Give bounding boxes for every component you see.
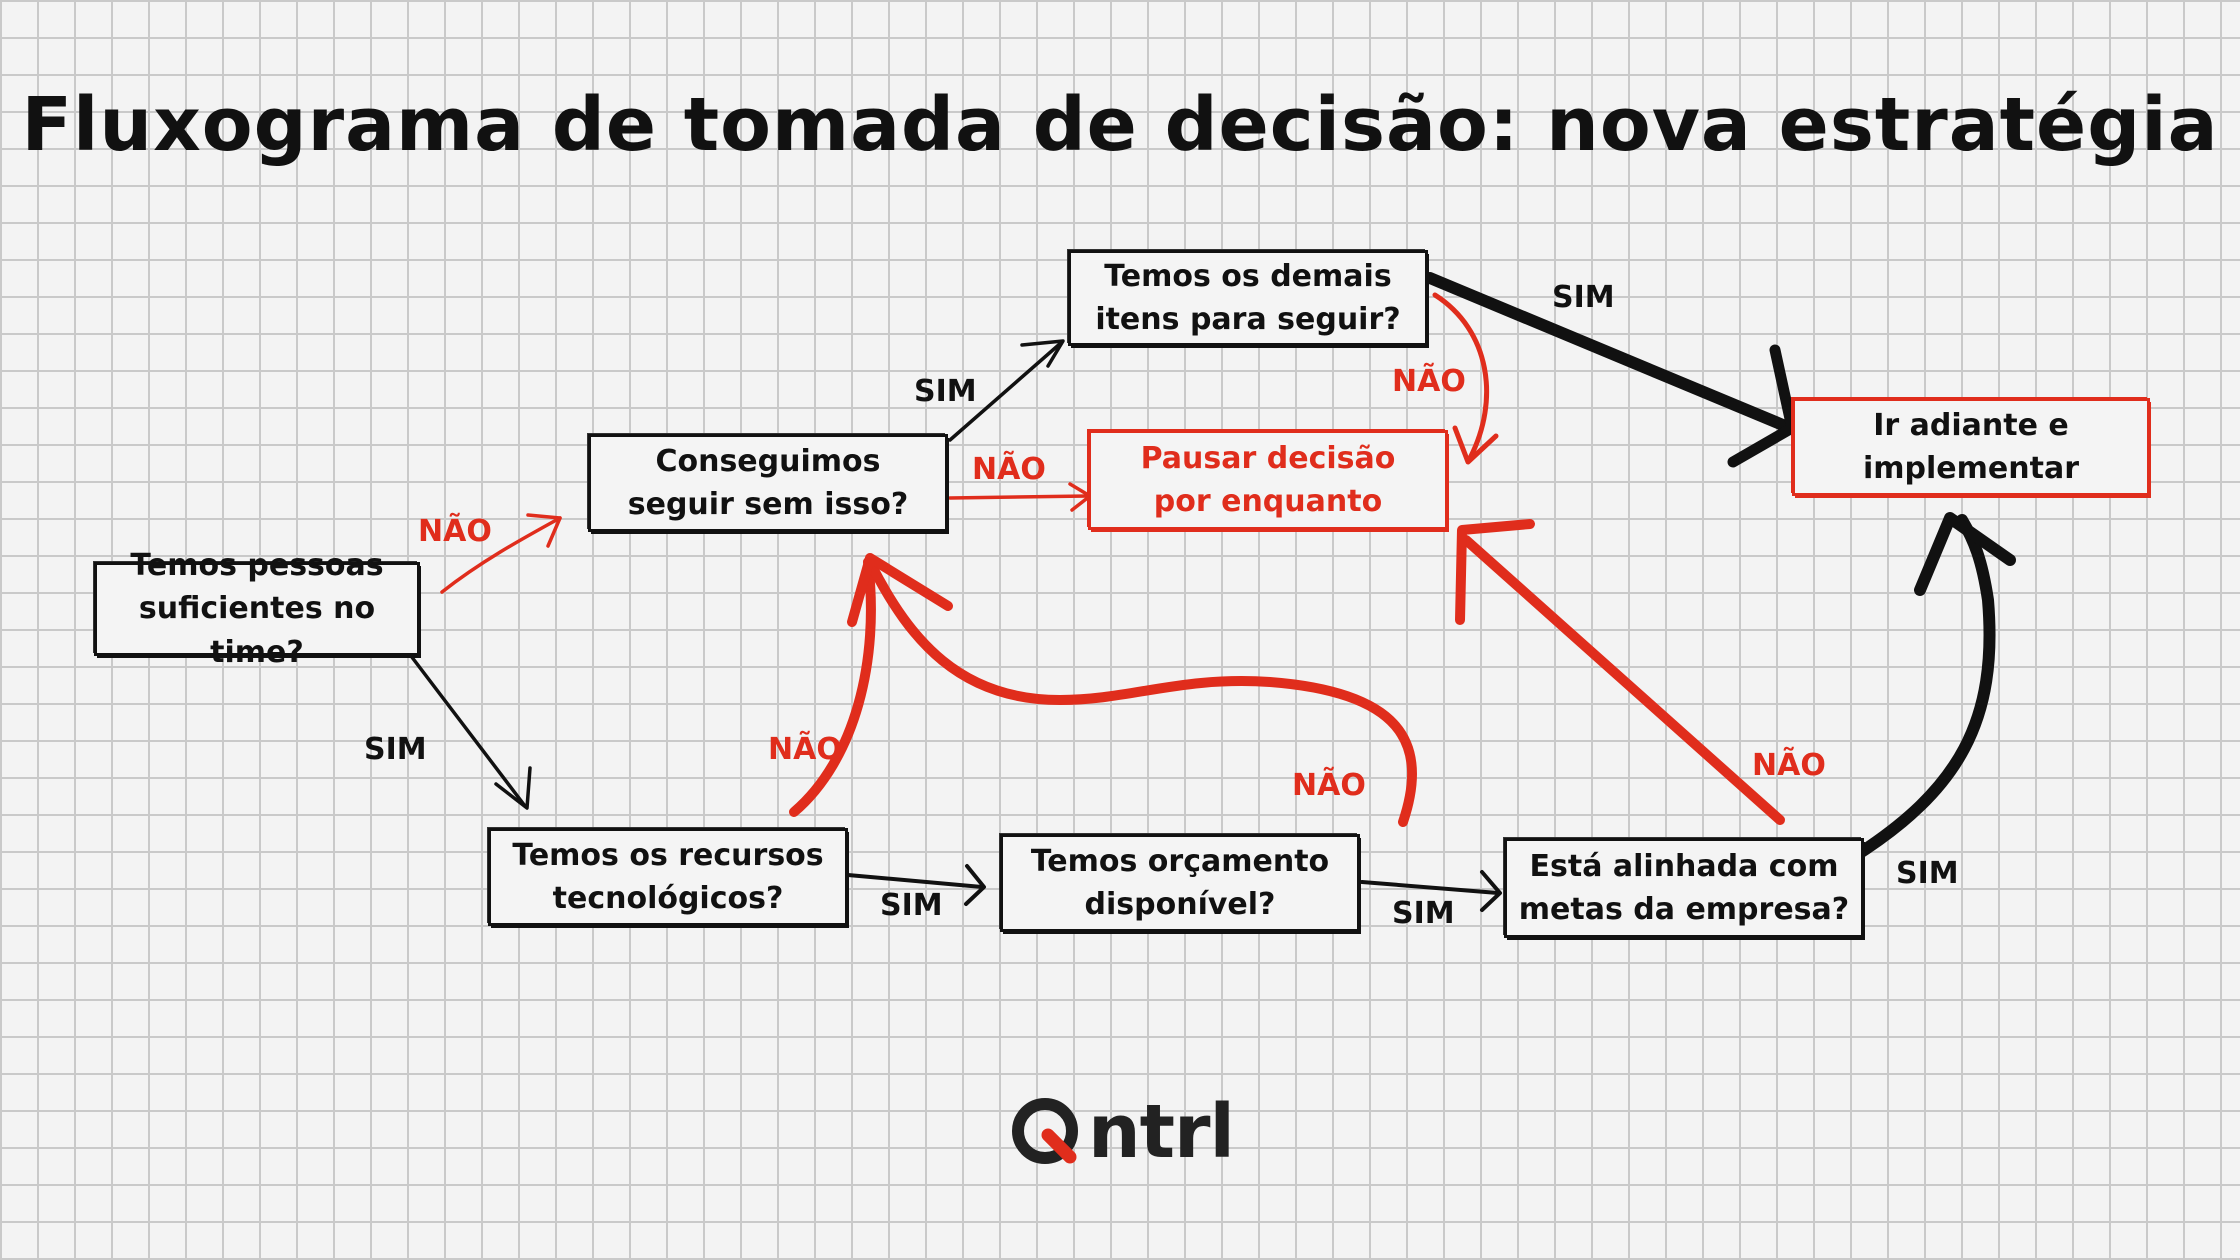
arrow-conseguimos-demais: [948, 340, 1064, 442]
label-nao-demais-pausar: NÃO: [1392, 364, 1466, 399]
node-pausar: Pausar decisão por enquanto: [1088, 430, 1448, 530]
arrow-demais-pausar: [1432, 292, 1489, 461]
page-title: Fluxograma de tomada de decisão: nova es…: [21, 82, 2219, 168]
node-alinhada: Está alinhada com metas da empresa?: [1504, 838, 1864, 938]
arrowhead-alinhada-ir: [1914, 512, 2016, 596]
node-demais: Temos os demais itens para seguir?: [1068, 250, 1428, 346]
label-nao-conseguimos-pausar: NÃO: [972, 452, 1046, 487]
label-nao-pessoas-conseguimos: NÃO: [418, 514, 492, 549]
node-orcamento: Temos orçamento disponível?: [1000, 834, 1360, 932]
arrow-pessoas-recursos: [406, 650, 527, 808]
label-nao-alinhada-pausar: NÃO: [1752, 748, 1826, 783]
arrow-alinhada-ir: [1846, 514, 1996, 864]
arrowhead-demais-pausar: [1452, 425, 1499, 465]
arrow-conseguimos-pausar: [948, 494, 1090, 500]
arrowhead-conseguimos-demais: [1020, 339, 1065, 368]
node-pessoas: Temos pessoas suficientes no time?: [94, 548, 420, 670]
arrowhead-pessoas-recursos: [494, 766, 532, 810]
label-sim-conseguimos-demais: SIM: [914, 374, 977, 409]
arrowhead-orcamento-alinhada: [1480, 870, 1502, 912]
arrow-recursos-orcamento: [846, 873, 984, 889]
arrow-orcamento-alinhada: [1360, 880, 1500, 895]
label-sim-demais-ir: SIM: [1552, 280, 1615, 315]
q-logo-icon: [1012, 1098, 1078, 1164]
label-sim-alinhada-ir: SIM: [1896, 856, 1959, 891]
arrow-orcamento-conseguimos: [867, 561, 1418, 827]
label-nao-orcamento-conseguimos: NÃO: [1292, 768, 1366, 803]
arrow-alinhada-pausar: [1461, 535, 1785, 825]
label-nao-recursos-conseguimos: NÃO: [768, 732, 842, 767]
logo-text: ntrl: [1088, 1089, 1235, 1175]
arrow-pessoas-conseguimos: [440, 516, 562, 594]
qntrl-logo: ntrl: [1008, 1089, 1235, 1175]
arrowhead-pessoas-conseguimos: [526, 513, 562, 548]
arrowhead-alinhada-pausar: [1455, 519, 1535, 625]
label-sim-recursos-orcamento: SIM: [880, 888, 943, 923]
arrow-demais-ir: [1424, 272, 1796, 434]
node-recursos: Temos os recursos tecnológicos?: [488, 828, 848, 926]
node-conseguimos: Conseguimos seguir sem isso?: [588, 434, 948, 532]
arrowhead-conseguimos-red: [847, 553, 953, 627]
label-sim-orcamento-alinhada: SIM: [1392, 896, 1455, 931]
arrowhead-recursos-orcamento: [964, 864, 986, 906]
node-ir: Ir adiante e implementar: [1792, 398, 2150, 496]
arrow-recursos-conseguimos: [789, 557, 876, 817]
label-sim-pessoas-recursos: SIM: [364, 732, 427, 767]
